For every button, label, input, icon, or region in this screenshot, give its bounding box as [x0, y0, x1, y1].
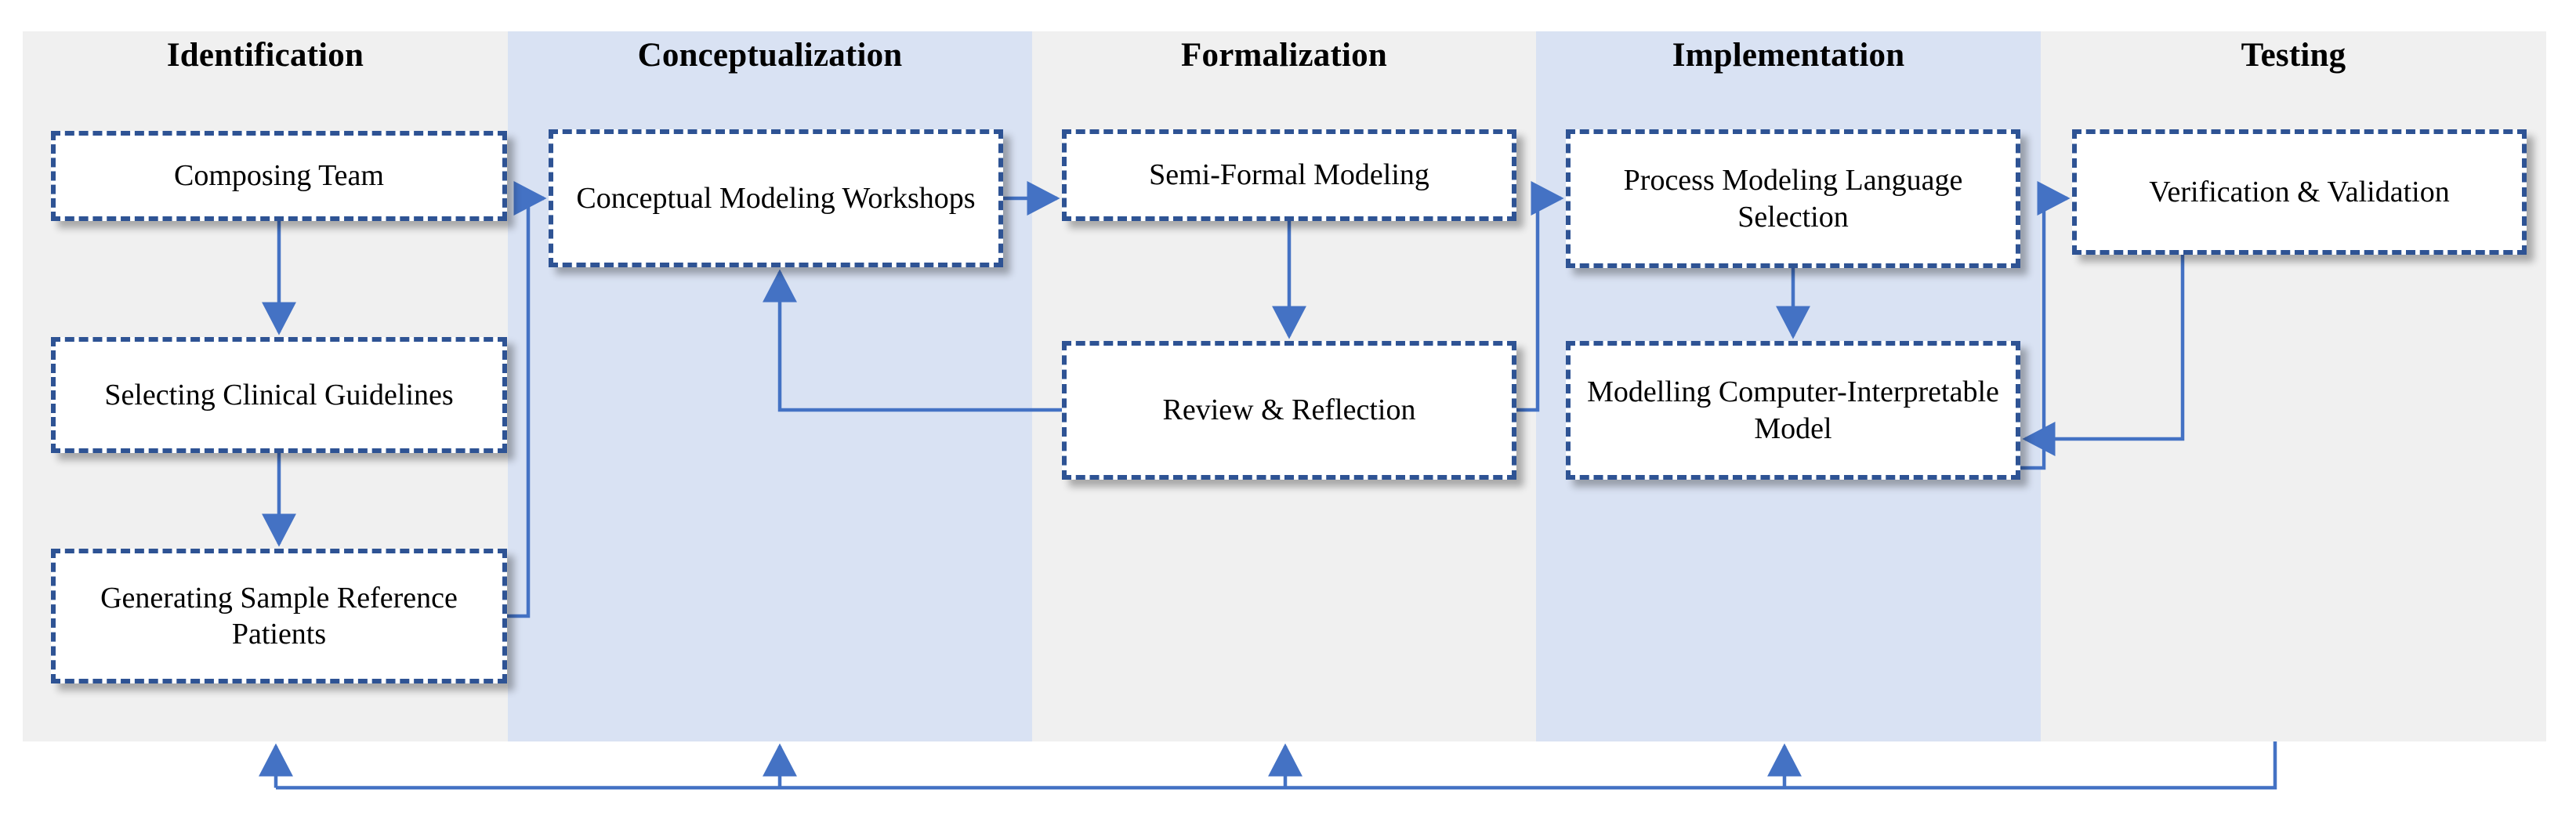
phase-title-formalization: Formalization: [1181, 37, 1387, 74]
node-label-review-reflection: Review & Reflection: [1162, 393, 1416, 427]
phase-title-implementation: Implementation: [1672, 37, 1905, 74]
node-generating-sample-reference-patients[interactable]: Generating Sample Reference Patients: [51, 549, 507, 683]
connector-feedback-bus-line: [276, 741, 2277, 790]
node-label-verification-validation: Verification & Validation: [2149, 175, 2450, 208]
node-label-selecting-clinical-guidelines: Selecting Clinical Guidelines: [104, 378, 454, 412]
node-label-composing-team: Composing Team: [174, 159, 384, 193]
node-composing-team[interactable]: Composing Team: [51, 131, 507, 221]
node-conceptual-modeling-workshops[interactable]: Conceptual Modeling Workshops: [549, 129, 1003, 267]
node-label-process-modeling-language-selection: Process Modeling Language Selection: [1623, 164, 1963, 234]
phase-title-testing: Testing: [2241, 37, 2346, 74]
node-review-reflection[interactable]: Review & Reflection: [1062, 341, 1516, 480]
node-label-semi-formal-modeling: Semi-Formal Modeling: [1149, 158, 1429, 192]
node-label-conceptual-modeling-workshops: Conceptual Modeling Workshops: [576, 181, 976, 215]
node-label-modelling-computer-interpretable-model: Modelling Computer-Interpretable Model: [1587, 375, 1999, 445]
node-modelling-computer-interpretable-model[interactable]: Modelling Computer-Interpretable Model: [1566, 341, 2020, 480]
node-selecting-clinical-guidelines[interactable]: Selecting Clinical Guidelines: [51, 337, 507, 453]
phase-title-conceptualization: Conceptualization: [637, 37, 903, 74]
node-verification-validation[interactable]: Verification & Validation: [2072, 129, 2527, 255]
phase-title-identification: Identification: [166, 37, 364, 74]
node-label-generating-sample-reference-patients: Generating Sample Reference Patients: [100, 581, 458, 651]
node-process-modeling-language-selection[interactable]: Process Modeling Language Selection: [1566, 129, 2020, 268]
node-semi-formal-modeling[interactable]: Semi-Formal Modeling: [1062, 129, 1516, 221]
